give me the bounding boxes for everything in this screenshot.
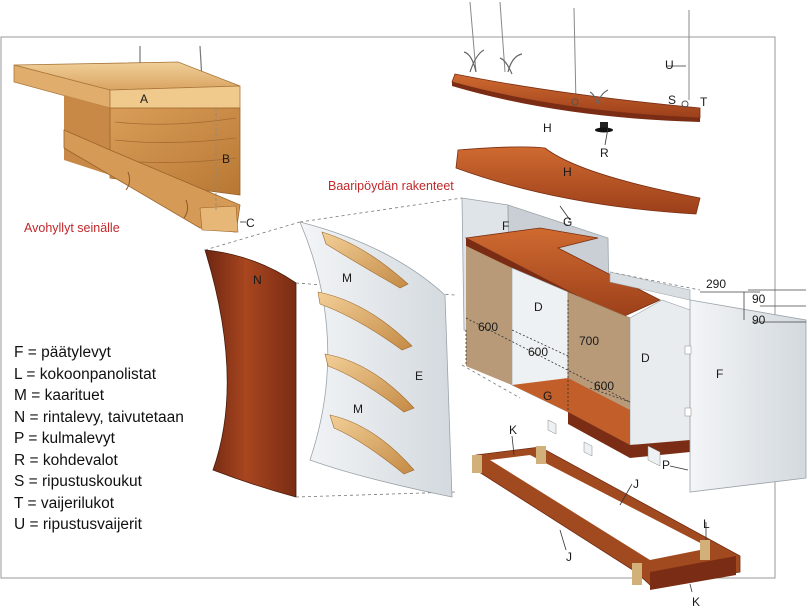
label-j-1: J [633, 477, 639, 491]
legend-item: U = ripustusvaijerit [14, 516, 142, 533]
label-f-right: F [716, 367, 723, 381]
dim-600-mid: 600 [528, 345, 548, 359]
legend-item: R = kohdevalot [14, 451, 118, 469]
hanging-light-panel [451, 1, 701, 133]
wall-shelf-illustration [13, 45, 241, 233]
label-r: R [600, 146, 609, 160]
parts-legend: F = päätylevyt L = kokoonpanolistat M = … [14, 342, 184, 536]
label-b: B [222, 152, 230, 166]
dim-90-b: 90 [752, 313, 766, 327]
label-p: P [662, 458, 670, 472]
title-bar-structure: Baaripöydän rakenteet [328, 179, 454, 193]
label-l: L [703, 517, 710, 531]
label-n: N [253, 273, 262, 287]
legend-item: N = rintalevy, taivutetaan [14, 408, 184, 426]
label-g-top: G [563, 215, 572, 229]
dim-90-a: 90 [752, 292, 766, 306]
frame-border [0, 36, 776, 579]
label-j-2: J [566, 550, 572, 564]
dim-290: 290 [706, 277, 726, 291]
base-frame [472, 419, 741, 590]
label-h-top: H [543, 121, 552, 135]
front-panel-n [204, 249, 297, 498]
label-d-2: D [641, 351, 650, 365]
counter-top-h [455, 146, 701, 215]
legend-item: S = ripustuskoukut [14, 473, 142, 490]
leader-lines [240, 65, 707, 593]
curved-panel-e [299, 221, 453, 498]
end-panel-f [609, 271, 807, 493]
label-k-1: K [509, 423, 517, 437]
label-u: U [665, 58, 674, 72]
label-d-1: D [534, 300, 543, 314]
label-m-1: M [342, 271, 352, 285]
legend-item: F = päätylevyt [14, 344, 111, 361]
label-c: C [246, 216, 255, 230]
label-a: A [140, 92, 148, 106]
legend-item: L = kokoonpanolistat [14, 365, 157, 383]
dim-700: 700 [579, 334, 599, 348]
label-s: S [668, 93, 676, 107]
label-e: E [415, 369, 423, 383]
dim-600-left: 600 [478, 320, 498, 334]
label-f-back: F [502, 219, 509, 233]
label-t: T [700, 95, 708, 109]
label-h-mid: H [563, 165, 572, 179]
cabinet-body [461, 197, 691, 458]
title-wall-shelf: Avohyllyt seinälle [24, 221, 120, 235]
legend-item: M = kaarituet [14, 387, 105, 404]
legend-item: P = kulmalevyt [14, 430, 115, 447]
label-m-2: M [353, 402, 363, 416]
label-g-floor: G [543, 389, 552, 403]
dim-600-right: 600 [594, 379, 614, 393]
legend-item: T = vaijerilukot [14, 494, 115, 512]
label-k-2: K [692, 595, 700, 609]
